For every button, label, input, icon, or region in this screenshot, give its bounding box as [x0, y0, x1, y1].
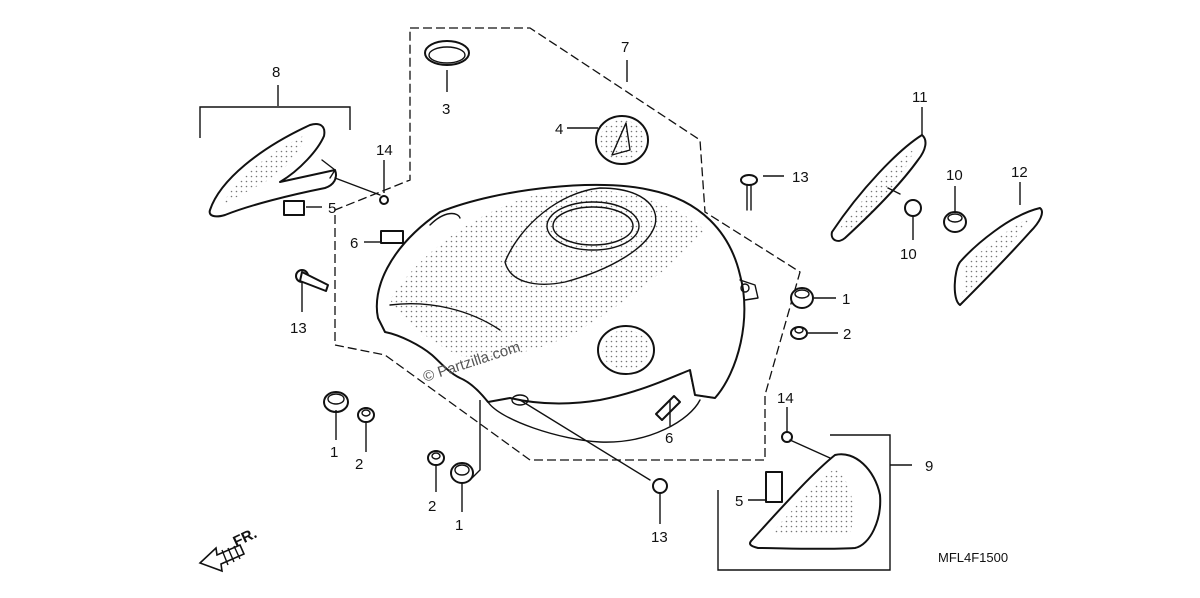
fuel-tank-cover[interactable] — [375, 183, 759, 443]
part-1-grommet-right[interactable] — [790, 287, 814, 309]
callout-6-upper: 6 — [350, 235, 358, 252]
callout-9: 9 — [925, 458, 933, 475]
callout-8: 8 — [272, 64, 280, 81]
part-8-left-side-cover[interactable] — [208, 123, 337, 218]
assembly-boundary — [334, 27, 801, 461]
part-13-bolt-right[interactable] — [740, 174, 758, 211]
part-2-collar-bottom-middle[interactable] — [427, 450, 445, 466]
callout-14-right: 14 — [777, 390, 794, 407]
callout-13-left: 13 — [290, 320, 307, 337]
part-6-pad-upper[interactable] — [380, 230, 404, 244]
part-14-screw-right[interactable] — [781, 431, 831, 459]
part-13-bolt-bottom[interactable] — [519, 399, 668, 494]
callout-7: 7 — [621, 39, 629, 56]
callout-1-bottom-middle: 1 — [455, 517, 463, 534]
callout-3: 3 — [442, 101, 450, 118]
callout-1-bottom-left: 1 — [330, 444, 338, 461]
part-9-right-side-cover[interactable] — [749, 453, 882, 550]
callout-10-lower: 10 — [900, 246, 917, 263]
direction-label: FR. — [231, 525, 260, 551]
callout-2-right: 2 — [843, 326, 851, 343]
callout-13-bottom: 13 — [651, 529, 668, 546]
front-direction-arrow-icon — [198, 543, 246, 573]
callout-13-right: 13 — [792, 169, 809, 186]
callout-2-bottom-left: 2 — [355, 456, 363, 473]
callout-5-left: 5 — [328, 200, 336, 217]
part-1-grommet-bottom-left[interactable] — [323, 391, 349, 413]
callout-12: 12 — [1011, 164, 1028, 181]
part-9-assembly-boundary — [717, 434, 891, 571]
callout-1-right: 1 — [842, 291, 850, 308]
part-2-collar-bottom-left[interactable] — [357, 407, 375, 423]
part-11-right-upper-cover[interactable] — [830, 134, 927, 242]
part-2-collar-right[interactable] — [790, 326, 808, 340]
part-10-grommet-upper[interactable] — [904, 199, 922, 217]
callout-14-left: 14 — [376, 142, 393, 159]
callout-11: 11 — [912, 89, 928, 106]
part-1-grommet-bottom-middle[interactable] — [450, 462, 474, 484]
part-5-pad-right[interactable] — [765, 471, 783, 503]
diagram-code: MFL4F1500 — [938, 550, 1008, 565]
part-5-pad-left[interactable] — [283, 200, 305, 216]
callout-2-bottom-middle: 2 — [428, 498, 436, 515]
part-14-screw-left[interactable] — [334, 177, 389, 205]
callout-10-upper: 10 — [946, 167, 963, 184]
part-12-right-lower-cover[interactable] — [953, 207, 1043, 306]
callout-4: 4 — [555, 121, 563, 138]
part-10-grommet-lower[interactable] — [943, 211, 967, 233]
part-6-pad-lower[interactable] — [655, 395, 681, 421]
callout-6-lower: 6 — [665, 430, 673, 447]
part-13-bolt-left[interactable] — [295, 269, 329, 292]
part-3-cap-grommet[interactable] — [424, 40, 470, 66]
callout-5-right: 5 — [735, 493, 743, 510]
part-4-emblem[interactable] — [595, 115, 649, 165]
